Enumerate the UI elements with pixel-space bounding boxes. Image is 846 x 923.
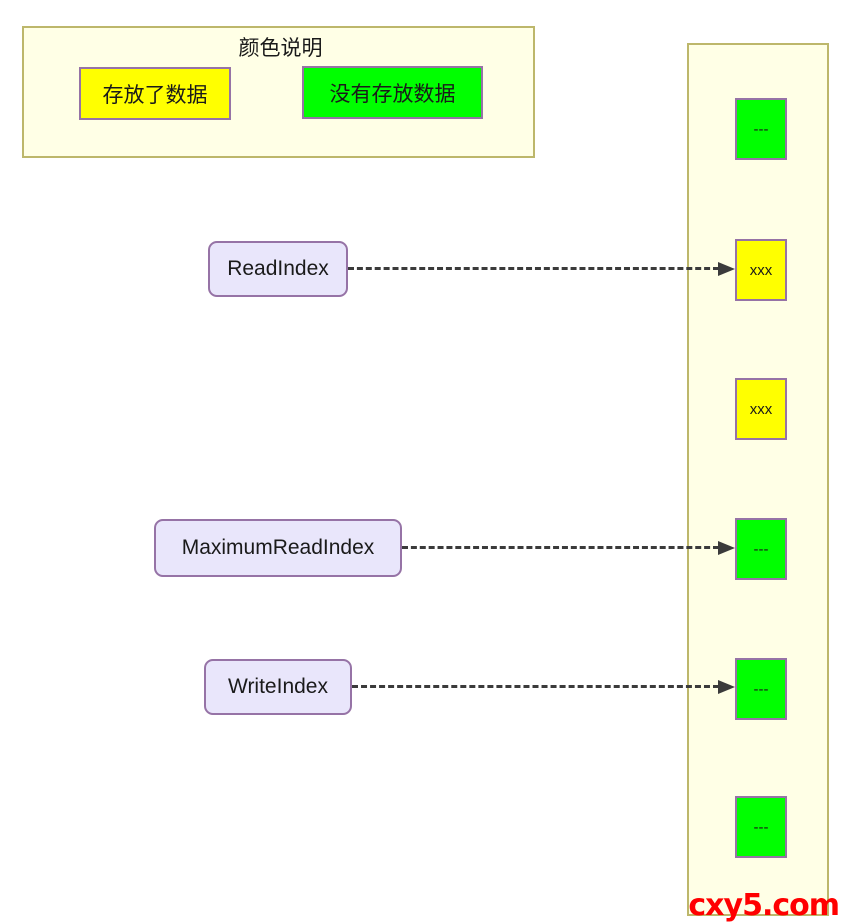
connector-line <box>402 546 719 549</box>
legend-swatch-stored: 存放了数据 <box>79 67 231 120</box>
pointer-label: WriteIndex <box>228 675 328 698</box>
buffer-cell: xxx <box>735 239 787 301</box>
buffer-cell: --- <box>735 518 787 580</box>
pointer-box-maximum-read-index: MaximumReadIndex <box>154 519 402 577</box>
pointer-label: MaximumReadIndex <box>181 536 375 559</box>
watermark: cxy5.com <box>688 888 840 923</box>
pointer-box-read-index: ReadIndex <box>208 241 348 297</box>
buffer-cell-label: --- <box>753 540 769 558</box>
legend-title: 颜色说明 <box>238 37 323 60</box>
legend-swatch-empty: 没有存放数据 <box>302 66 483 119</box>
buffer-cell-label: --- <box>753 680 769 698</box>
buffer-cell-label: --- <box>753 818 769 836</box>
connector-arrow-write-index <box>352 680 735 694</box>
connector-arrow-read-index <box>348 262 735 276</box>
buffer-column <box>687 43 829 916</box>
connector-line <box>352 685 719 688</box>
legend-panel: 颜色说明 存放了数据 没有存放数据 <box>22 26 535 158</box>
buffer-cell-label: --- <box>753 120 769 138</box>
buffer-cell: --- <box>735 658 787 720</box>
legend-swatch-stored-label: 存放了数据 <box>102 83 208 107</box>
connector-line <box>348 267 719 270</box>
buffer-cell: --- <box>735 796 787 858</box>
buffer-cell: xxx <box>735 378 787 440</box>
buffer-cell-label: xxx <box>749 400 773 418</box>
buffer-cell: --- <box>735 98 787 160</box>
connector-arrow-maximum-read-index <box>402 541 735 555</box>
pointer-label: ReadIndex <box>227 257 329 280</box>
pointer-box-write-index: WriteIndex <box>204 659 352 715</box>
legend-swatch-empty-label: 没有存放数据 <box>329 82 456 106</box>
buffer-cell-label: xxx <box>749 261 773 279</box>
